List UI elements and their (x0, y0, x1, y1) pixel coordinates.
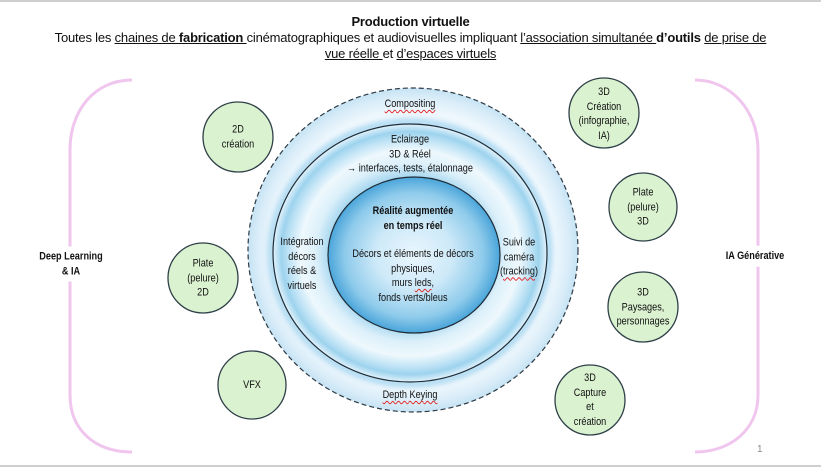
core-body-line: physiques, (391, 262, 435, 275)
node-line: 2D (197, 286, 209, 299)
integration-line: virtuels (287, 279, 317, 292)
node-group (167, 77, 679, 436)
tracking-word: tracking (503, 265, 535, 278)
node-line: Paysages, (621, 300, 665, 313)
subtitle-underlined: vue réelle (324, 46, 383, 61)
node-line: 2D (232, 123, 244, 136)
node-2d-creation (202, 101, 274, 173)
right-bracket (694, 78, 760, 454)
node-line: 3D (637, 286, 649, 299)
node-line: Capture (573, 386, 607, 399)
core-circle-realite-augmentee (327, 176, 501, 334)
integration-line: décors (288, 250, 316, 263)
integration-line: réels & (287, 265, 317, 277)
node-line: Création (586, 100, 622, 113)
tracking-line: caméra (503, 250, 535, 263)
subtitle-underlined: d’espaces virtuels (396, 46, 497, 61)
node-label-plate-3d: Plate (pelure) 3D (627, 185, 658, 229)
subtitle-text: cinématographiques et audiovisuelles imp… (246, 30, 521, 45)
subtitle-text: et (382, 46, 397, 61)
node-vfx (217, 350, 287, 420)
bottom-border (0, 465, 821, 467)
core-title: Réalité augmentée en temps réel (373, 204, 454, 234)
core-body-text: , (431, 277, 435, 289)
core-body-line: Décors et éléments de décors (352, 248, 474, 260)
node-label-vfx: VFX (243, 378, 261, 393)
node-3d-creation (568, 77, 640, 149)
node-line: (pelure) (187, 271, 219, 284)
node-line: (infographie, (578, 115, 630, 127)
tracking-paren: ( (499, 265, 504, 278)
node-line: 3D (584, 372, 596, 384)
subtitle-underlined: chaines de (114, 30, 179, 45)
node-3d-capture (554, 364, 626, 436)
subtitle-bold-underlined: fabrication (178, 30, 247, 45)
subtitle-line-1: Toutes les chaines de fabrication cinéma… (0, 30, 821, 46)
node-line: personnages (616, 315, 670, 328)
core-body-leds: leds (414, 277, 432, 289)
header: Production virtuelle Toutes les chaines … (0, 14, 821, 62)
eclairage-line: 3D & Réel (389, 147, 431, 160)
ia-generative-label: IA Générative (724, 245, 786, 267)
node-line: VFX (243, 378, 261, 391)
compositing-text: Compositing (384, 97, 436, 110)
deep-learning-label: Deep Learning & IA (37, 246, 105, 282)
core-body-line: murs leds, (352, 276, 473, 291)
node-plate-2d (167, 242, 239, 314)
tracking-label: Suivi de caméra (tracking) (500, 235, 538, 279)
subtitle-bold: d’outils (656, 30, 701, 45)
node-line: 3D (637, 215, 649, 228)
tracking-line: (tracking) (500, 264, 538, 279)
node-3d-paysages (607, 271, 679, 343)
node-label-plate-2d: Plate (pelure) 2D (187, 256, 218, 300)
ia-generative-text: IA Générative (725, 249, 785, 262)
node-line: Plate (192, 257, 214, 270)
core-title-line: en temps réel (383, 220, 443, 232)
tracking-paren: ) (534, 265, 539, 278)
deep-learning-line: Deep Learning (39, 250, 103, 263)
eclairage-label: Eclairage 3D & Réel → interfaces, tests,… (347, 132, 473, 176)
node-plate-3d (608, 172, 678, 242)
node-line: Plate (632, 186, 654, 199)
subtitle-underlined: de prise de (704, 30, 767, 45)
subtitle-text: Toutes les (54, 30, 115, 45)
node-line: création (573, 415, 607, 428)
page-title: Production virtuelle (351, 14, 470, 29)
integration-line: Intégration (280, 236, 324, 248)
node-line: IA) (598, 129, 610, 142)
core-title-line: Réalité augmentée (372, 205, 454, 217)
deep-learning-line: & IA (61, 265, 81, 277)
tracking-line: Suivi de (502, 236, 536, 249)
core-body: Décors et éléments de décors physiques, … (352, 247, 473, 305)
node-line: (pelure) (627, 200, 659, 213)
depth-keying-label: Depth Keying (383, 388, 438, 403)
node-label-3d-creation: 3D Création (infographie, IA) (579, 85, 630, 143)
page-number: 1 (757, 444, 763, 455)
subtitle-underlined: l’association simultanée (520, 30, 657, 45)
compositing-label: Compositing (385, 97, 436, 112)
node-label-2d-creation: 2D création (222, 123, 254, 152)
top-border (0, 0, 821, 2)
core-body-text: murs (391, 277, 415, 289)
node-line: et (586, 401, 594, 413)
integration-label: Intégration décors réels & virtuels (280, 235, 323, 293)
node-line: création (221, 138, 255, 150)
middle-ring-glow (268, 119, 552, 387)
node-label-3d-paysages: 3D Paysages, personnages (617, 285, 670, 329)
node-label-3d-capture: 3D Capture et création (574, 371, 606, 429)
core-body-line: fonds verts/bleus (378, 291, 448, 304)
node-line: 3D (598, 86, 610, 98)
eclairage-line: Eclairage (390, 133, 430, 146)
subtitle-line-2: vue réelle et d’espaces virtuels (0, 46, 821, 62)
depth-keying-text: Depth Keying (382, 388, 438, 401)
eclairage-line: → interfaces, tests, étalonnage (347, 162, 473, 175)
